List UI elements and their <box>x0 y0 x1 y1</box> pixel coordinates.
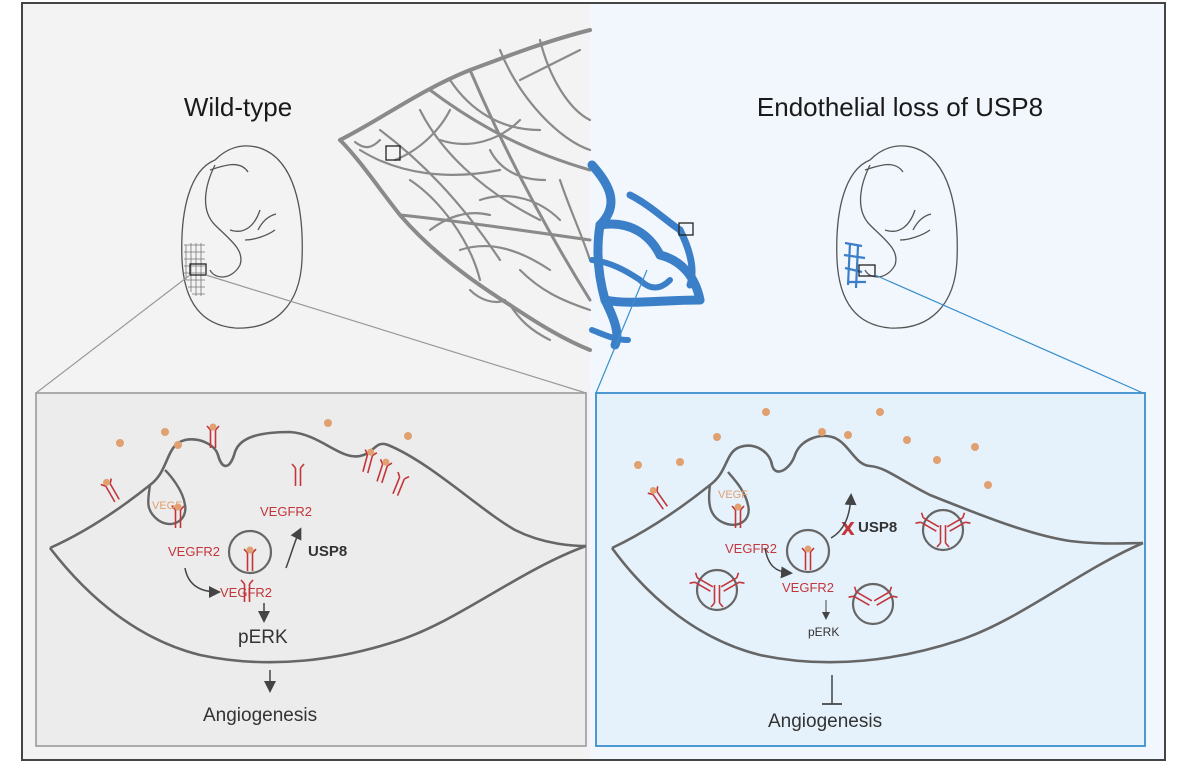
wildtype-cell-membrane <box>48 430 587 664</box>
usp8-vegf-dots <box>634 408 992 489</box>
wildtype-vegf-label: VEGF <box>152 500 182 512</box>
wildtype-endosome <box>227 529 273 575</box>
usp8-zoom-line-left <box>595 269 648 394</box>
wildtype-embryo-zoom-box <box>189 263 207 276</box>
usp8-vegf-label: VEGF <box>718 489 748 501</box>
usp8-endosome-2 <box>695 568 739 612</box>
wildtype-inset <box>35 392 587 747</box>
wildtype-angiogenesis-label: Angiogenesis <box>203 705 317 726</box>
usp8-inset <box>595 392 1146 747</box>
usp8-embryo-vasculature <box>843 241 866 289</box>
wildtype-vessel-network <box>338 28 592 352</box>
wildtype-arrows <box>184 527 302 693</box>
usp8-embryo-zoom-box <box>858 264 876 277</box>
wildtype-vegfr2-recycled-label: VEGFR2 <box>220 585 272 600</box>
title-wildtype: Wild-type <box>184 92 292 122</box>
usp8-x-mark: X <box>841 519 855 540</box>
wildtype-zoom-box <box>385 145 401 161</box>
wildtype-vegfr2-upper-label: VEGFR2 <box>260 504 312 519</box>
usp8-vegfr2-inner-label: VEGFR2 <box>782 580 834 595</box>
usp8-arrows <box>764 493 857 705</box>
wildtype-vegf-dots <box>116 419 412 449</box>
usp8-angiogenesis-label: Angiogenesis <box>768 711 882 732</box>
usp8-usp8-label: USP8 <box>858 519 897 536</box>
usp8-endosome-1 <box>785 528 831 574</box>
figure-frame <box>21 2 1166 761</box>
wildtype-zoom-line-right <box>205 274 587 394</box>
usp8-perk-label: pERK <box>808 625 839 639</box>
wildtype-vegfr2-surface-label: VEGFR2 <box>168 544 220 559</box>
wildtype-usp8-label: USP8 <box>308 543 347 560</box>
usp8-endosome-3 <box>851 582 895 626</box>
wildtype-zoom-line-left <box>35 274 191 394</box>
title-usp8-loss: Endothelial loss of USP8 <box>757 92 1043 122</box>
usp8-cell-membrane <box>610 434 1144 664</box>
usp8-vegfr2-surface-label: VEGFR2 <box>725 541 777 556</box>
usp8-zoom-box <box>678 222 694 236</box>
wildtype-embryo-vasculature <box>184 243 205 296</box>
wildtype-embryo <box>181 145 303 329</box>
usp8-zoom-line-right <box>874 274 1144 394</box>
wildtype-perk-label: pERK <box>238 627 288 648</box>
usp8-endosome-4 <box>921 508 965 552</box>
